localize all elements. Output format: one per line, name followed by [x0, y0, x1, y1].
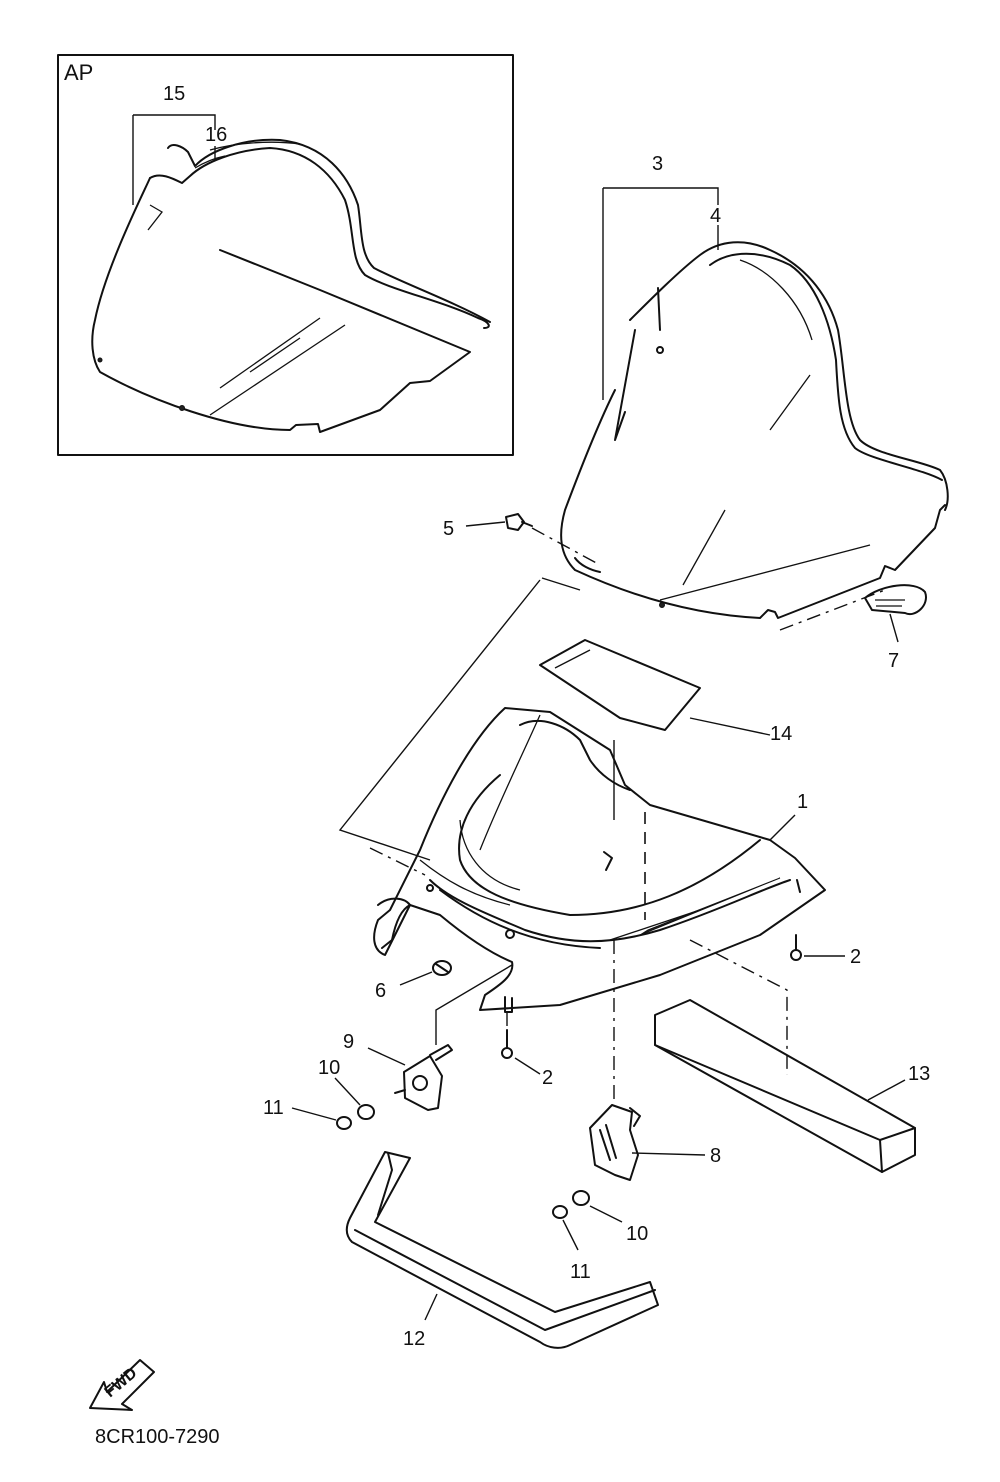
leader-8	[631, 1152, 706, 1156]
leader-10-right	[589, 1205, 623, 1223]
callout-2-right: 2	[850, 946, 861, 968]
callout-4: 4	[710, 205, 721, 227]
bolt-2-right	[790, 934, 802, 961]
fwd-arrow: FWD	[89, 1359, 155, 1411]
callout-3: 3	[652, 153, 663, 175]
knob-7-axis	[779, 589, 886, 631]
fwd-arrow-label: FWD	[102, 1365, 141, 1401]
left-strip-lines	[377, 897, 411, 949]
leader-12	[424, 1293, 438, 1321]
knob-7	[864, 584, 927, 616]
callout-1: 1	[797, 791, 808, 813]
callout-13: 13	[908, 1063, 930, 1085]
callout-16: 16	[205, 124, 227, 146]
callout-2-left: 2	[542, 1067, 553, 1089]
callout-9: 9	[343, 1031, 354, 1053]
callout-15: 15	[163, 83, 185, 105]
leader-10-left	[334, 1077, 361, 1106]
leader-6	[399, 971, 433, 986]
callout-12: 12	[403, 1328, 425, 1350]
leader-13	[867, 1079, 906, 1101]
ap-inset-label: AP	[64, 60, 93, 85]
callout-10-left: 10	[318, 1057, 340, 1079]
cowl-alignment-bottom	[369, 847, 426, 876]
leader-2-left	[514, 1057, 541, 1075]
washer-10-right	[572, 1190, 590, 1206]
bolt-2-left	[501, 1012, 513, 1059]
diagram-code: 8CR100-7290	[95, 1426, 220, 1448]
ap-inset-frame	[57, 54, 514, 456]
cowl-1	[373, 707, 826, 1013]
leader-14	[689, 717, 771, 736]
windshield-part	[560, 241, 949, 619]
callout-7: 7	[888, 650, 899, 672]
trim-strip-12	[345, 1151, 659, 1349]
cowl-alignment-left	[338, 577, 581, 861]
nut-11-left	[336, 1116, 352, 1130]
leader-1	[769, 814, 796, 841]
leader-11-left	[291, 1107, 337, 1121]
bracket-8	[589, 1104, 641, 1181]
leader-3	[602, 187, 719, 400]
cowl-alignment-right	[689, 939, 788, 1075]
leader-11-right	[562, 1219, 579, 1251]
leader-15	[132, 114, 216, 205]
callout-8: 8	[710, 1145, 721, 1167]
callout-14: 14	[770, 723, 792, 745]
callout-11-right: 11	[570, 1261, 591, 1283]
callout-6: 6	[375, 980, 386, 1002]
screw-5	[505, 513, 533, 531]
bracket-9-link	[435, 964, 513, 1045]
nut-11-right	[552, 1205, 568, 1219]
screw-5-axis	[531, 527, 601, 566]
bracket-9	[394, 1044, 453, 1111]
ap-windshield	[91, 138, 491, 433]
ap-inset: AP 15 16	[57, 54, 514, 456]
leader-5	[465, 521, 506, 527]
callout-10-right: 10	[626, 1223, 648, 1245]
panel-14	[539, 639, 701, 731]
foam-block-13	[654, 999, 916, 1173]
callout-5: 5	[443, 518, 454, 540]
leader-9	[367, 1047, 406, 1066]
callout-11-left: 11	[263, 1097, 284, 1119]
washer-10-left	[357, 1104, 375, 1120]
leader-7	[889, 613, 899, 643]
grommet-6	[432, 960, 452, 976]
